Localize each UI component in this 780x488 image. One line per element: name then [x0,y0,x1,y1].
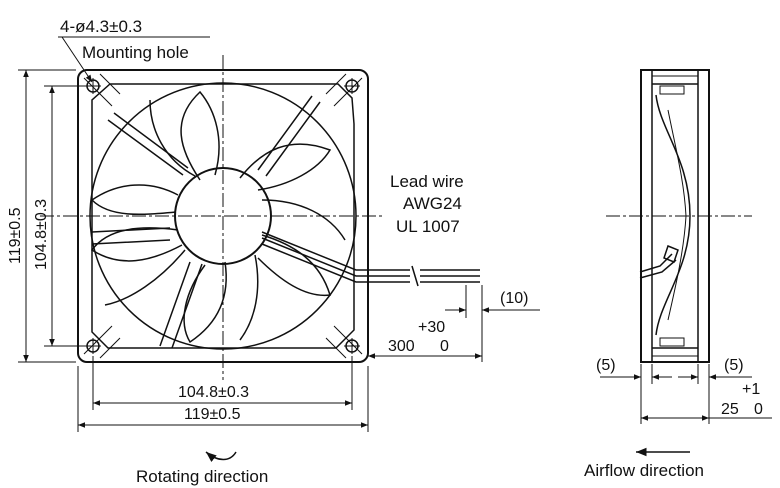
lead-length-nominal: 300 [388,338,415,355]
flange-left-label: (5) [596,357,616,374]
mounting-holes [85,78,360,354]
height-hole-pitch-label: 104.8±0.3 [33,199,50,270]
lead-length-tol-upper: +30 [418,319,445,336]
mounting-hole [344,338,360,354]
mounting-hole [85,78,101,94]
mounting-hole-spec: 4-ø4.3±0.3 [60,17,142,36]
mounting-hole [85,338,101,354]
support-struts [91,95,321,349]
dimension-width-overall: 119±0.5 [77,366,369,432]
dimension-height-overall: 119±0.5 [7,69,76,363]
width-hole-pitch-label: 104.8±0.3 [178,384,249,401]
depth-tol-upper: +1 [742,381,760,398]
mounting-hole [344,78,360,94]
height-overall-label: 119±0.5 [7,207,24,264]
rotation-arrow-icon [205,451,237,462]
front-view: 4-ø4.3±0.3 Mounting hole Lead wire AWG24… [7,17,540,486]
dimension-lead-length: +30 300 0 [368,318,483,362]
side-view: (5) (5) +1 25 0 Airflow direction [584,69,772,480]
lead-wire-harness [261,231,480,287]
flange-right-label: (5) [724,357,744,374]
dimension-strip-length: (10) [445,285,540,318]
dimension-depth: +1 25 0 [641,381,772,421]
impeller-blades [90,90,346,344]
lead-wire-label-line1: Lead wire [390,172,464,191]
side-lead-wire [639,245,679,279]
mounting-hole-label: Mounting hole [82,43,189,62]
side-blade-profile [655,94,691,336]
strip-length-label: (10) [500,290,528,307]
lead-length-tol-lower: 0 [440,338,449,355]
dimension-flange-right: (5) [678,357,752,424]
depth-tol-lower: 0 [754,401,763,418]
depth-nominal: 25 [721,401,739,418]
airflow-direction-label: Airflow direction [584,461,704,480]
width-overall-label: 119±0.5 [184,406,241,423]
dimension-flange-left: (5) [596,357,672,424]
dimension-height-hole-pitch: 104.8±0.3 [33,85,86,347]
dimension-width-hole-pitch: 104.8±0.3 [92,356,353,410]
lead-wire-label-line2: AWG24 [403,194,462,213]
lead-wire-label-line3: UL 1007 [396,217,460,236]
rotation-direction-label: Rotating direction [136,467,268,486]
